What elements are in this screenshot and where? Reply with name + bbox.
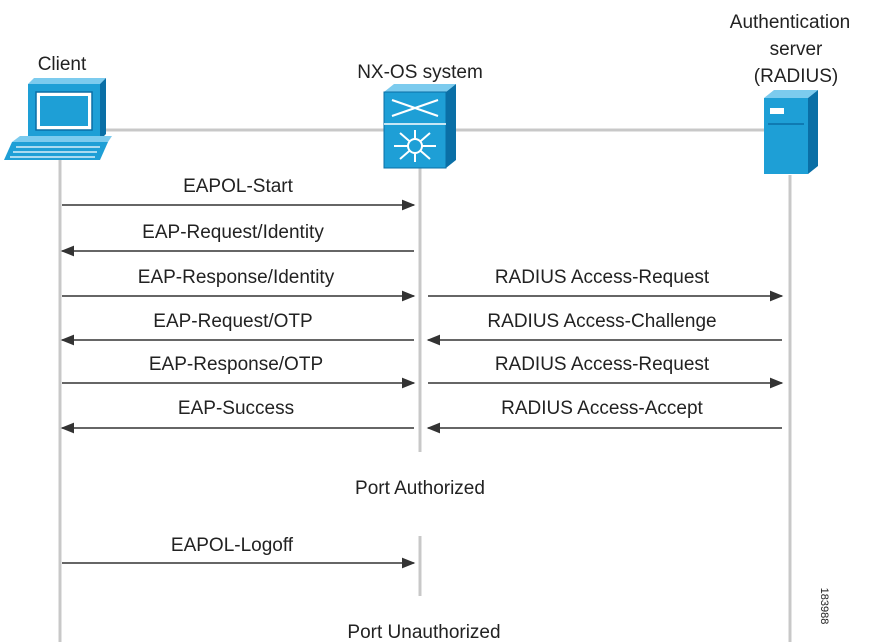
message-label-radius-access-request-1: RADIUS Access-Request (495, 267, 710, 288)
message-label-radius-access-accept: RADIUS Access-Accept (501, 398, 703, 419)
switch-icon (383, 84, 456, 169)
client-label: Client (38, 54, 87, 75)
switch-label: NX-OS system (357, 62, 483, 83)
message-label-eapol-start: EAPOL-Start (183, 176, 294, 197)
computer-icon (4, 78, 112, 160)
state-port-authorized: Port Authorized (355, 478, 485, 499)
state-port-unauthorized: Port Unauthorized (347, 622, 500, 642)
message-label-eap-success: EAP-Success (178, 398, 294, 419)
server-icon (764, 90, 818, 174)
server-label-line-2: server (770, 39, 823, 60)
message-label-eap-request-otp: EAP-Request/OTP (153, 311, 312, 332)
message-label-eapol-logoff: EAPOL-Logoff (171, 535, 294, 556)
message-label-eap-response-otp: EAP-Response/OTP (149, 354, 323, 375)
server-label-line-3: (RADIUS) (754, 66, 838, 87)
message-label-radius-access-challenge: RADIUS Access-Challenge (487, 311, 716, 332)
message-label-radius-access-request-2: RADIUS Access-Request (495, 354, 710, 375)
figure-id: 183988 (818, 588, 830, 625)
message-label-eap-response-identity: EAP-Response/Identity (138, 267, 335, 288)
server-label-line-1: Authentication (730, 12, 850, 33)
message-label-eap-request-identity: EAP-Request/Identity (142, 222, 324, 243)
